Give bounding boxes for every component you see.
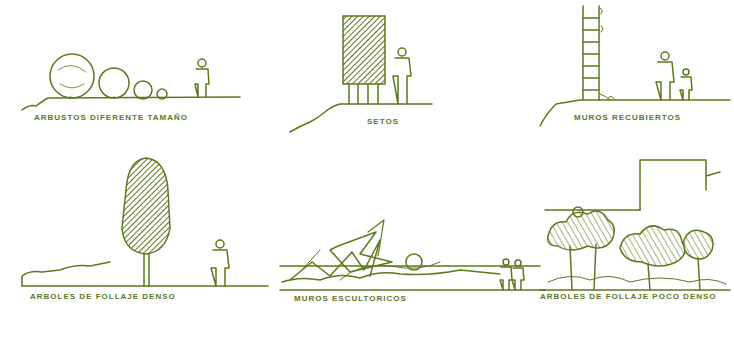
dense-tree-sketch: [22, 158, 268, 286]
caption-label: ARBOLES DE FOLLAJE POCO DENSO: [540, 292, 717, 301]
caption-label: ARBUSTOS DIFERENTE TAMAÑO: [34, 113, 188, 122]
shrubs-sketch: [22, 54, 240, 110]
caption-label: ARBOLES DE FOLLAJE DENSO: [30, 292, 176, 301]
hedge-sketch: [290, 16, 432, 132]
caption-label: SETOS: [367, 117, 399, 126]
sparse-trees-sketch: [540, 160, 730, 290]
caption-label: MUROS RECUBIERTOS: [574, 113, 681, 122]
covered-wall-sketch: [540, 6, 730, 126]
sculptural-walls-sketch: [280, 220, 545, 290]
caption-label: MUROS ESCULTORICOS: [294, 294, 407, 303]
